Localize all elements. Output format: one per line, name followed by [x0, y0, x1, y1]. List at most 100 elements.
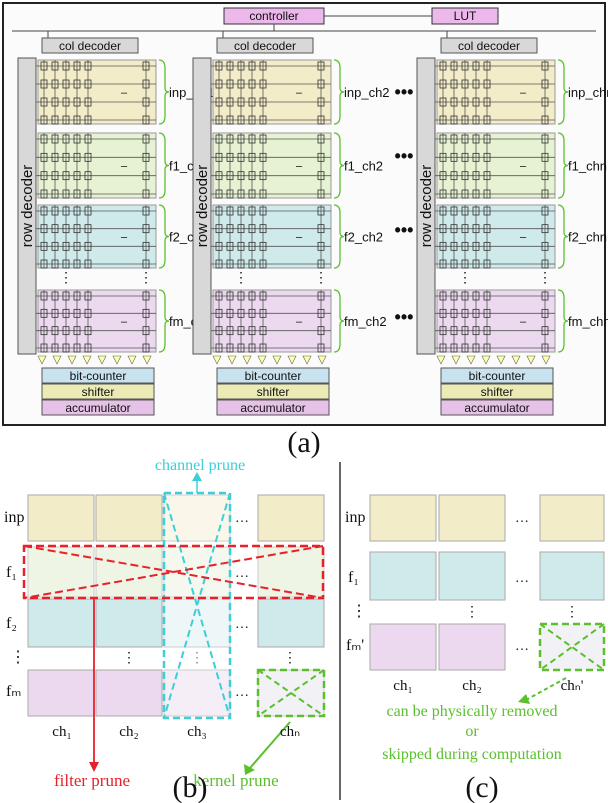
kernel-prune-cross-2 [257, 669, 325, 717]
memory-cell [84, 97, 92, 107]
memory-cell [259, 134, 267, 144]
memory-cell [142, 308, 150, 318]
memory-cell [461, 97, 469, 107]
memory-cell [461, 308, 469, 318]
memory-cell [450, 343, 458, 353]
memory-cell [483, 206, 491, 216]
memory-cell [226, 79, 234, 89]
col-decoder-label: col decoder [234, 39, 296, 53]
array-vdots: ⋮ [139, 269, 153, 285]
kernel-prune-arrowhead [244, 764, 255, 775]
memory-cell [51, 189, 59, 199]
memory-cell [259, 61, 267, 71]
memory-cell [215, 79, 223, 89]
memory-cell [237, 343, 245, 353]
memory-cell [472, 326, 480, 336]
cell-gap-mark: – [296, 161, 303, 173]
shifter-box [41, 383, 155, 400]
memory-cell [142, 241, 150, 251]
column-ellipsis-3: ••• [395, 220, 414, 240]
accumulator-box [41, 399, 155, 416]
memory-cell [259, 115, 267, 125]
memory-cell [317, 97, 325, 107]
group-brace [333, 59, 345, 125]
memory-cell [226, 224, 234, 234]
memory-cell [84, 134, 92, 144]
memory-cell [472, 115, 480, 125]
group-brace [333, 289, 345, 353]
memory-cell [317, 241, 325, 251]
c-removed-cross-2 [539, 623, 605, 671]
memory-cell [226, 241, 234, 251]
memory-cell [439, 291, 447, 301]
memory-cell [461, 326, 469, 336]
memory-cell [450, 224, 458, 234]
group-brace [158, 289, 170, 353]
sense-amp [526, 355, 536, 365]
panel-b: channel prune filter prune kernel prune … [4, 457, 326, 803]
column-ellipsis-4: ••• [395, 307, 414, 327]
sense-amp [127, 355, 137, 365]
b-ellipsis-3: … [235, 617, 249, 632]
memory-cell [226, 171, 234, 181]
b-ellipsis-1: … [235, 511, 249, 526]
memory-cell [215, 206, 223, 216]
memory-cell [472, 152, 480, 162]
b-inp-ch2 [95, 494, 163, 542]
c-vdots-2: ⋮ [565, 605, 579, 620]
column-ellipsis-1: ••• [395, 82, 414, 102]
shifter-label: shifter [82, 385, 115, 399]
memory-cell [51, 241, 59, 251]
memory-cell [84, 343, 92, 353]
memory-cell [461, 115, 469, 125]
memory-cell [237, 171, 245, 181]
c-inp-chn [539, 494, 605, 542]
cell-group-2 [37, 132, 157, 199]
memory-cell [51, 206, 59, 216]
memory-cell [450, 79, 458, 89]
b-fm-ch2 [95, 669, 163, 717]
memory-cell [461, 79, 469, 89]
cell-gap-mark: – [121, 161, 128, 173]
sense-amp [541, 355, 551, 365]
c-ellipsis-1: … [515, 511, 529, 526]
memory-cell [541, 171, 549, 181]
c-row-fm: fₘ' [346, 637, 364, 654]
memory-cell [62, 343, 70, 353]
memory-cell [472, 308, 480, 318]
memory-cell [317, 79, 325, 89]
memory-cell [73, 171, 81, 181]
c-note-line3: skipped during computation [382, 746, 562, 763]
cell-group-1 [212, 59, 332, 125]
b-row-fm: fₘ [6, 683, 21, 700]
c-note-line2: or [465, 723, 479, 740]
memory-cell [439, 206, 447, 216]
memory-cell [461, 241, 469, 251]
memory-cell [40, 115, 48, 125]
memory-cell [73, 189, 81, 199]
shifter-label: shifter [481, 385, 514, 399]
cell-gap-mark: – [121, 87, 128, 99]
cell-gap-mark: – [121, 316, 128, 328]
memory-cell [84, 224, 92, 234]
memory-cell [317, 115, 325, 125]
memory-cell [62, 97, 70, 107]
memory-cell [73, 343, 81, 353]
group-brace [557, 132, 569, 199]
c-col-ch1: ch₁ [393, 678, 412, 694]
group-brace [333, 132, 345, 199]
memory-cell [62, 326, 70, 336]
sense-amp [112, 355, 122, 365]
memory-cell [51, 134, 59, 144]
memory-cell [248, 326, 256, 336]
sense-amp [466, 355, 476, 365]
group-brace [158, 59, 170, 125]
memory-cell [248, 152, 256, 162]
memory-cell [472, 189, 480, 199]
memory-cell [248, 189, 256, 199]
memory-cell [40, 259, 48, 269]
memory-cell [62, 224, 70, 234]
cell-gap-mark: – [520, 87, 527, 99]
memory-cell [73, 97, 81, 107]
